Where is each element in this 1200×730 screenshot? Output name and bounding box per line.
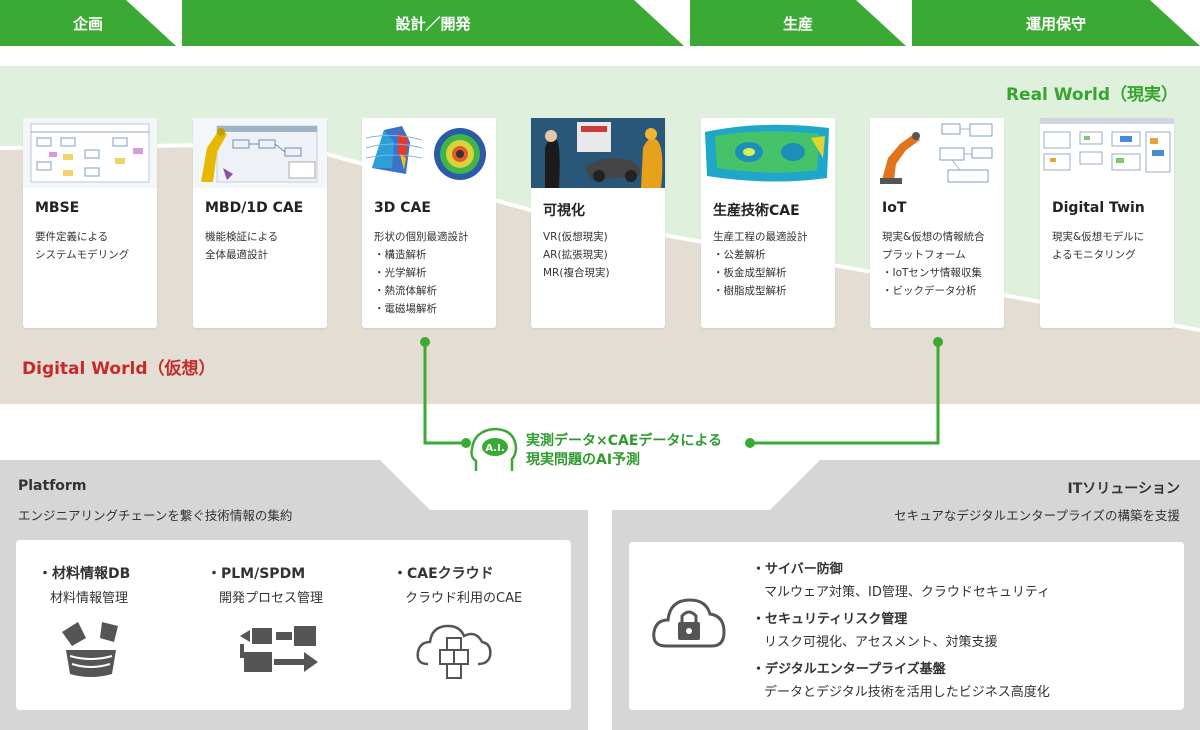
cloud-lock-icon (650, 592, 728, 654)
card-line: 要件定義による (35, 231, 109, 243)
card-title: 可視化 (543, 203, 585, 219)
card-title: 3D CAE (374, 200, 431, 216)
platform-item-title: ・材料情報DB (38, 566, 131, 582)
card-title: MBSE (35, 200, 80, 216)
stage-planning: 企画 (0, 0, 176, 46)
card-line: ・電磁場解析 (374, 303, 437, 315)
card-line: VR(仮想現実) (543, 231, 608, 243)
platform-item-sub: 開発プロセス管理 (219, 591, 324, 606)
stage-production: 生産 (690, 0, 906, 46)
platform-title: Platform (18, 478, 87, 494)
card-line: システムモデリング (35, 249, 130, 261)
stage-label: 企画 (72, 14, 103, 33)
card-line: プラットフォーム (882, 249, 966, 261)
ai-head-icon: A.I. (468, 425, 520, 477)
card-description: 現実&仮想の情報統合 プラットフォーム ・IoTセンサ情報収集 ・ビックデータ分… (882, 228, 985, 300)
cae-analysis-thumbnail (362, 118, 496, 188)
platform-item-plm-spdm: ・PLM/SPDM 開発プロセス管理 (207, 563, 323, 606)
stage-operation-maintenance: 運用保守 (912, 0, 1200, 46)
card-line: ・IoTセンサ情報収集 (882, 267, 982, 279)
card-line: よるモニタリング (1052, 249, 1136, 261)
it-item-security-risk: ・セキュリティリスク管理 リスク可視化、アセスメント、対策支援 (752, 608, 997, 650)
process-flow-icon (238, 622, 322, 678)
card-description: 現実&仮想モデルに よるモニタリング (1052, 228, 1144, 264)
card-line: 機能検証による (205, 231, 279, 243)
card-line: ・ビックデータ分析 (882, 285, 977, 297)
card-title: MBD/1D CAE (205, 200, 304, 216)
it-box (629, 542, 1184, 710)
platform-item-title: ・CAEクラウド (393, 566, 494, 582)
card-title: Digital Twin (1052, 200, 1145, 216)
stage-label: 生産 (782, 14, 813, 33)
card-line: 生産工程の最適設計 (713, 231, 808, 243)
card-line: ・構造解析 (374, 249, 427, 261)
it-item-title: ・サイバー防御 (752, 562, 843, 577)
stage-label: 運用保守 (1025, 14, 1086, 33)
stage-arrow-shape (0, 0, 176, 46)
platform-item-cae-cloud: ・CAEクラウド クラウド利用のCAE (393, 563, 522, 606)
card-mbse: MBSE 要件定義による システムモデリング (23, 118, 157, 328)
card-digital-twin: Digital Twin 現実&仮想モデルに よるモニタリング (1040, 118, 1174, 328)
platform-subtitle: エンジニアリングチェーンを繋ぐ技術情報の集約 (18, 508, 293, 523)
cloud-blocks-icon (414, 616, 494, 682)
platform-item-sub: クラウド利用のCAE (405, 591, 523, 606)
card-mbd-1d-cae: MBD/1D CAE 機能検証による 全体最適設計 (193, 118, 327, 328)
card-line: ・樹脂成型解析 (713, 285, 787, 297)
card-visualization: 可視化 VR(仮想現実) AR(拡張現実) MR(複合現実) (531, 118, 665, 328)
it-title: ITソリューション (1067, 481, 1180, 497)
stage-arrow-shape (912, 0, 1200, 46)
stage-arrow-shape (182, 0, 684, 46)
card-description: VR(仮想現実) AR(拡張現実) MR(複合現実) (543, 228, 610, 282)
vr-visualization-thumbnail (531, 118, 665, 188)
card-line: 形状の個別最適設計 (374, 231, 469, 243)
card-description: 機能検証による 全体最適設計 (205, 228, 278, 264)
card-production-cae: 生産技術CAE 生産工程の最適設計 ・公差解析 ・板金成型解析 ・樹脂成型解析 (701, 118, 835, 328)
real-world-label: Real World（現実） (1005, 85, 1178, 105)
card-description: 生産工程の最適設計 ・公差解析 ・板金成型解析 ・樹脂成型解析 (713, 228, 808, 300)
it-item-digital-enterprise: ・デジタルエンタープライズ基盤 データとデジタル技術を活用したビジネス高度化 (752, 658, 1050, 700)
card-title: IoT (882, 200, 907, 216)
platform-item-material-db: ・材料情報DB 材料情報管理 (38, 563, 130, 606)
mbse-diagram-thumbnail (23, 118, 157, 188)
it-item-cyber-defense: ・サイバー防御 マルウェア対策、ID管理、クラウドセキュリティ (752, 558, 1050, 600)
card-line: ・板金成型解析 (713, 267, 787, 279)
digital-twin-thumbnail (1040, 118, 1174, 188)
it-subtitle: セキュアなデジタルエンタープライズの構築を支援 (894, 508, 1180, 523)
card-line: 現実&仮想の情報統合 (882, 231, 985, 243)
ai-line: 実測データ×CAEデータによる (526, 433, 722, 449)
it-item-sub: リスク可視化、アセスメント、対策支援 (764, 635, 998, 650)
card-line: 現実&仮想モデルに (1052, 231, 1145, 243)
card-line: ・公差解析 (713, 249, 766, 261)
card-description: 要件定義による システムモデリング (35, 228, 129, 264)
ai-badge-text: A.I. (485, 443, 504, 454)
card-title: 生産技術CAE (713, 203, 800, 219)
stage-design-development: 設計／開発 (182, 0, 684, 46)
stage-arrow-shape (690, 0, 906, 46)
it-item-sub: データとデジタル技術を活用したビジネス高度化 (764, 685, 1050, 700)
card-iot: IoT 現実&仮想の情報統合 プラットフォーム ・IoTセンサ情報収集 ・ビック… (870, 118, 1004, 328)
stage-label: 設計／開発 (395, 14, 471, 33)
it-item-title: ・セキュリティリスク管理 (752, 612, 908, 627)
card-3d-cae: 3D CAE 形状の個別最適設計 ・構造解析 ・光学解析 ・熱流体解析 ・電磁場… (362, 118, 496, 328)
digital-world-label: Digital World（仮想） (22, 359, 216, 379)
it-item-sub: マルウェア対策、ID管理、クラウドセキュリティ (764, 585, 1051, 600)
platform-item-title: ・PLM/SPDM (207, 566, 306, 582)
platform-item-sub: 材料情報管理 (50, 591, 129, 606)
iot-robot-thumbnail (870, 118, 1004, 188)
sheet-metal-analysis-thumbnail (701, 118, 835, 188)
robot-simulation-thumbnail (193, 118, 327, 188)
card-line: 全体最適設計 (205, 249, 268, 261)
material-db-icon (58, 618, 124, 680)
card-line: AR(拡張現実) (543, 249, 608, 261)
ai-line: 現実問題のAI予測 (526, 452, 641, 468)
it-item-title: ・デジタルエンタープライズ基盤 (752, 662, 946, 677)
card-line: MR(複合現実) (543, 267, 610, 279)
card-line: ・熱流体解析 (374, 285, 437, 297)
card-line: ・光学解析 (374, 267, 427, 279)
ai-prediction-text: 実測データ×CAEデータによる 現実問題のAI予測 (526, 432, 722, 470)
card-description: 形状の個別最適設計 ・構造解析 ・光学解析 ・熱流体解析 ・電磁場解析 (374, 228, 469, 318)
